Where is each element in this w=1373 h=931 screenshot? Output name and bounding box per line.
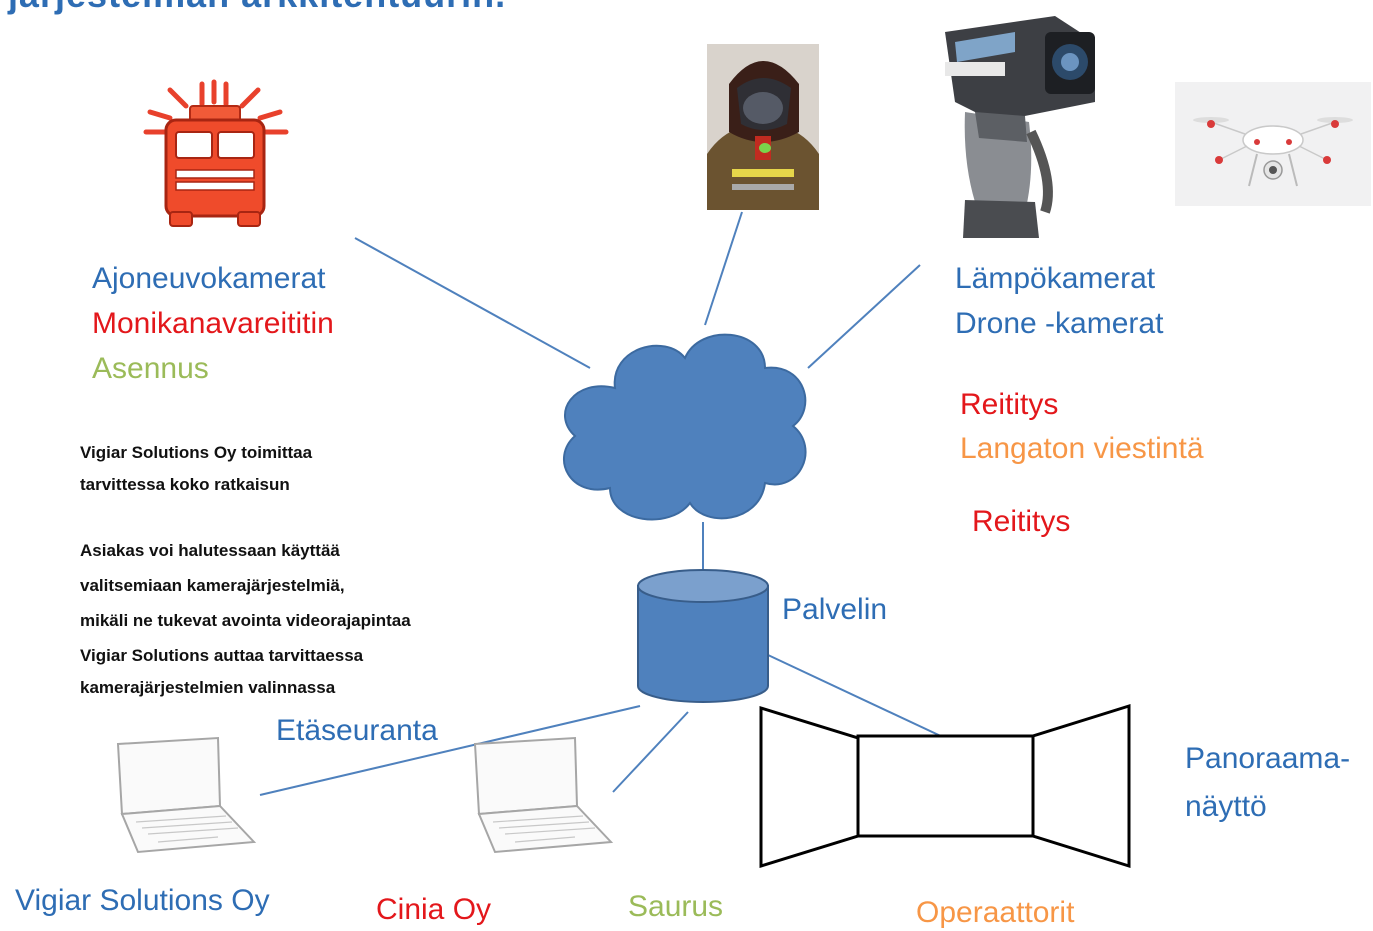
page-title: järjestelmän arkkitehtuurin. (8, 0, 506, 15)
label-routing: Reititys (960, 388, 1059, 421)
server-cylinder-icon (637, 569, 769, 703)
label-saurus: Saurus (628, 890, 724, 923)
line-firefighter-cloud (704, 211, 743, 326)
label-cinia: Cinia Oy (376, 893, 492, 926)
label-wireless-communication: Langaton viestintä (960, 432, 1204, 465)
note-line: tarvittessa koko ratkaisun (80, 475, 290, 494)
label-thermal-cameras: Lämpökamerat (955, 262, 1156, 295)
label-vigiar: Vigiar Solutions Oy (15, 884, 270, 917)
note-line: kamerajärjestelmien valinnassa (80, 678, 336, 697)
drone-photo (1175, 82, 1371, 206)
label-vehicle-cameras: Ajoneuvokamerat (92, 262, 326, 295)
panorama-display-icon (759, 703, 1131, 869)
label-operators: Operaattorit (916, 896, 1075, 929)
line-vehicle-cloud (354, 237, 591, 369)
fire-truck-icon (143, 79, 289, 227)
label-panorama: Panoraama- (1185, 742, 1351, 775)
label-routing: Reititys (972, 505, 1071, 538)
firefighter-photo (707, 44, 819, 210)
note-line: Asiakas voi halutessaan käyttää (80, 541, 340, 560)
label-installation: Asennus (92, 352, 209, 385)
label-multichannel-router: Monikanavareititin (92, 307, 334, 340)
laptop-icon (473, 736, 614, 854)
label-drone-cameras: Drone -kamerat (955, 307, 1164, 340)
note-line: valitsemiaan kamerajärjestelmiä, (80, 576, 345, 595)
note-line: mikäli ne tukevat avointa videorajapinta… (80, 611, 411, 630)
label-panorama-display: näyttö (1185, 790, 1267, 823)
line-server-vigiar-laptop (259, 705, 641, 796)
thermal-camera-photo (935, 12, 1105, 238)
label-remote-monitoring: Etäseuranta (276, 714, 438, 747)
line-server-panorama (767, 654, 946, 739)
line-thermal-cloud (807, 264, 921, 369)
label-server: Palvelin (782, 593, 888, 626)
cloud-icon (563, 333, 807, 521)
laptop-icon (116, 736, 257, 854)
line-server-cinia-laptop (612, 711, 689, 793)
note-line: Vigiar Solutions auttaa tarvittaessa (80, 646, 364, 665)
note-line: Vigiar Solutions Oy toimittaa (80, 443, 313, 462)
